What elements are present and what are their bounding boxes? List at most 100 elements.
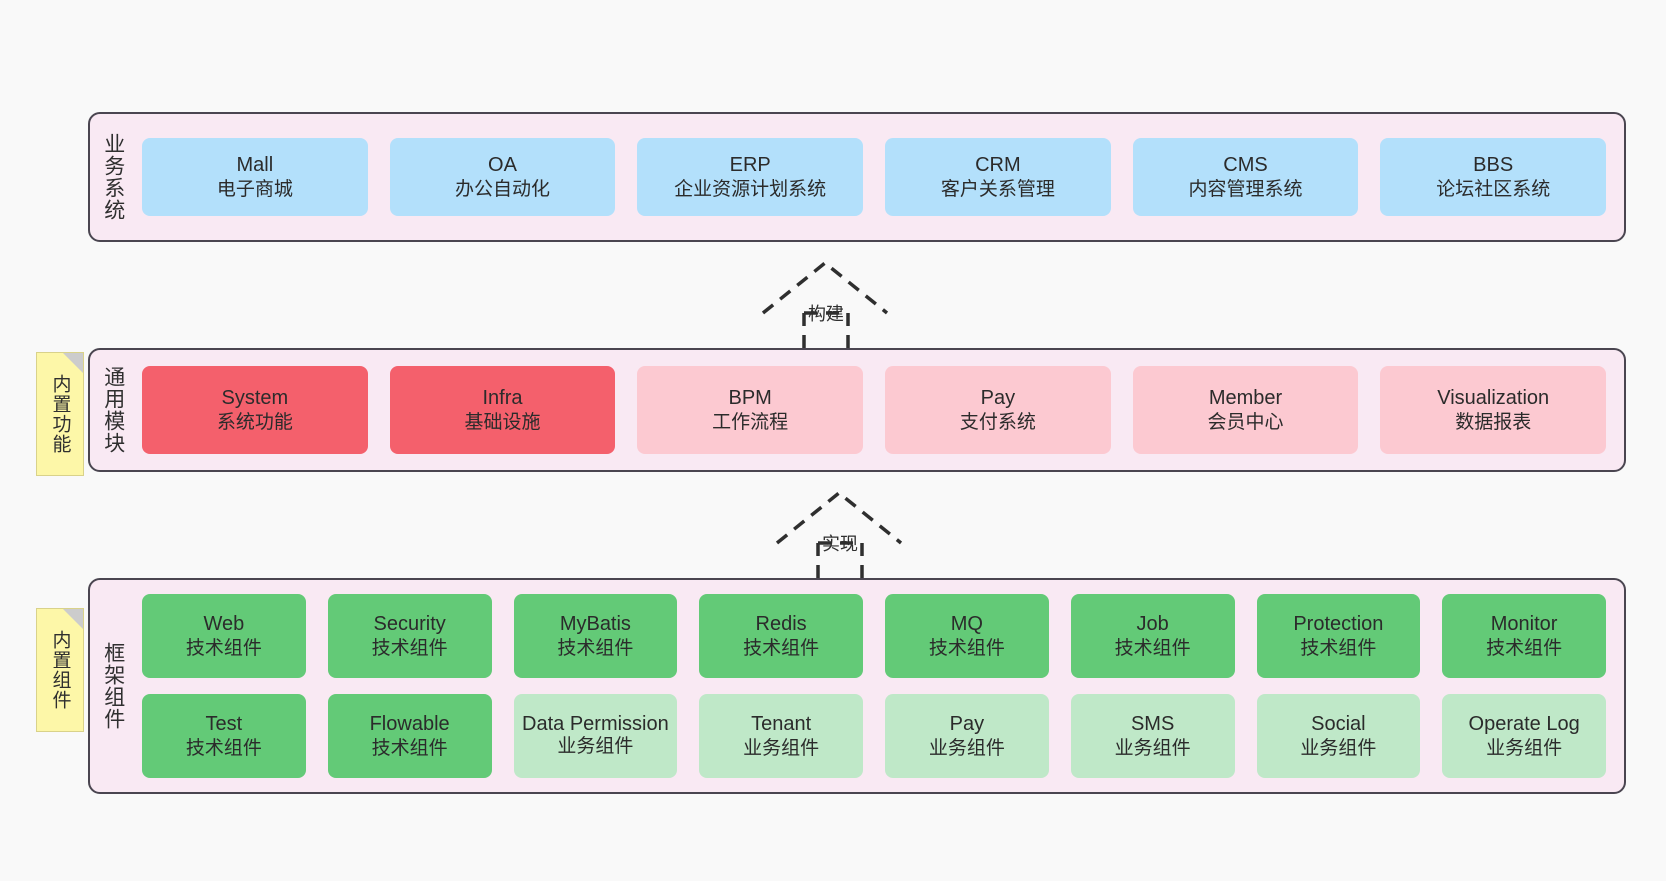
node-subtitle: 内容管理系统	[1188, 178, 1303, 200]
node-subtitle: 技术组件	[743, 637, 820, 659]
node-subtitle: 电子商城	[216, 178, 293, 200]
node-title: Flowable	[369, 713, 450, 736]
note-builtin-features: 内置功能	[36, 352, 84, 476]
node-bbs[interactable]: BBS 论坛社区系统	[1380, 138, 1607, 216]
connector-implement-label: 实现	[822, 534, 858, 554]
node-sms[interactable]: SMS 业务组件	[1070, 694, 1235, 778]
node-subtitle: 数据报表	[1455, 411, 1532, 433]
node-title: OA	[488, 154, 517, 177]
layer-business-system: 业务系统 Mall 电子商城 OA 办公自动化 ERP 企业资源计划系统 CRM…	[88, 112, 1626, 242]
node-subtitle: 基础设施	[464, 411, 541, 433]
connector-build-label: 构建	[808, 304, 844, 324]
node-crm[interactable]: CRM 客户关系管理	[885, 138, 1111, 216]
node-web[interactable]: Web 技术组件	[142, 594, 306, 678]
node-bpm[interactable]: BPM 工作流程	[637, 366, 864, 454]
node-subtitle: 工作流程	[712, 411, 789, 433]
node-subtitle: 业务组件	[928, 737, 1005, 759]
node-row: Test 技术组件 Flowable 技术组件 Data Permission …	[142, 694, 1606, 778]
node-subtitle: 技术组件	[928, 637, 1005, 659]
node-member[interactable]: Member 会员中心	[1132, 366, 1359, 454]
node-row: Web 技术组件 Security 技术组件 MyBatis 技术组件 Redi…	[142, 594, 1606, 678]
layer-common-module: 通用模块 System 系统功能 Infra 基础设施 BPM 工作流程 Pay…	[88, 348, 1626, 472]
node-row: Mall 电子商城 OA 办公自动化 ERP 企业资源计划系统 CRM 客户关系…	[142, 138, 1607, 216]
node-subtitle: 业务组件	[1114, 737, 1191, 759]
node-subtitle: 会员中心	[1207, 411, 1284, 433]
node-subtitle: 技术组件	[185, 637, 262, 659]
node-pay-module[interactable]: Pay 支付系统	[885, 366, 1111, 454]
node-erp[interactable]: ERP 企业资源计划系统	[637, 138, 864, 216]
note-label: 内置功能	[49, 374, 71, 454]
layer-common-module-body: System 系统功能 Infra 基础设施 BPM 工作流程 Pay 支付系统…	[136, 350, 1624, 470]
node-title: Security	[373, 613, 446, 636]
node-subtitle: 业务组件	[557, 735, 634, 757]
node-data-permission[interactable]: Data Permission 业务组件	[513, 694, 678, 778]
node-title: Operate Log	[1468, 713, 1580, 736]
layer-framework-component-title: 框架组件	[101, 642, 125, 730]
node-pay-component[interactable]: Pay 业务组件	[885, 694, 1049, 778]
node-subtitle: 技术组件	[371, 737, 448, 759]
layer-framework-component-body: Web 技术组件 Security 技术组件 MyBatis 技术组件 Redi…	[136, 580, 1624, 792]
node-subtitle: 技术组件	[557, 637, 634, 659]
note-fold-icon	[63, 353, 83, 373]
node-tenant[interactable]: Tenant 业务组件	[699, 694, 863, 778]
node-title: SMS	[1130, 713, 1175, 736]
node-title: Redis	[755, 613, 807, 636]
node-subtitle: 技术组件	[1114, 637, 1191, 659]
layer-common-module-title: 通用模块	[101, 366, 125, 454]
node-title: MyBatis	[559, 613, 631, 636]
generalization-arrow-icon	[775, 490, 903, 578]
node-infra[interactable]: Infra 基础设施	[389, 366, 616, 454]
node-subtitle: 业务组件	[743, 737, 820, 759]
note-builtin-components: 内置组件	[36, 608, 84, 732]
node-security[interactable]: Security 技术组件	[327, 594, 492, 678]
node-mq[interactable]: MQ 技术组件	[885, 594, 1049, 678]
node-title: ERP	[729, 154, 771, 177]
node-title: BPM	[728, 387, 772, 410]
layer-business-system-title: 业务系统	[101, 133, 125, 221]
node-subtitle: 系统功能	[216, 411, 293, 433]
node-subtitle: 客户关系管理	[940, 178, 1055, 200]
node-title: BBS	[1473, 154, 1514, 177]
node-visualization[interactable]: Visualization 数据报表	[1380, 366, 1607, 454]
node-subtitle: 技术组件	[371, 637, 448, 659]
node-title: Test	[205, 713, 243, 736]
note-label: 内置组件	[49, 630, 71, 710]
node-title: Pay	[949, 713, 985, 736]
node-protection[interactable]: Protection 技术组件	[1256, 594, 1421, 678]
node-title: Protection	[1293, 613, 1384, 636]
node-row: System 系统功能 Infra 基础设施 BPM 工作流程 Pay 支付系统…	[142, 366, 1607, 454]
node-mybatis[interactable]: MyBatis 技术组件	[513, 594, 678, 678]
node-subtitle: 业务组件	[1486, 737, 1563, 759]
node-subtitle: 业务组件	[1300, 737, 1377, 759]
node-title: Infra	[482, 387, 523, 410]
node-subtitle: 技术组件	[185, 737, 262, 759]
node-title: Data Permission	[522, 712, 669, 735]
node-title: MQ	[950, 613, 983, 636]
node-system[interactable]: System 系统功能	[142, 366, 368, 454]
node-subtitle: 办公自动化	[455, 178, 551, 200]
connector-build: 构建	[758, 258, 908, 348]
node-title: Social	[1311, 713, 1366, 736]
node-title: Job	[1136, 613, 1169, 636]
connector-implement: 实现	[772, 488, 922, 578]
node-title: Monitor	[1490, 613, 1558, 636]
node-flowable[interactable]: Flowable 技术组件	[327, 694, 492, 778]
node-subtitle: 技术组件	[1486, 637, 1563, 659]
note-fold-icon	[63, 609, 83, 629]
node-mall[interactable]: Mall 电子商城	[142, 138, 368, 216]
node-title: CMS	[1223, 154, 1268, 177]
node-title: CRM	[975, 154, 1021, 177]
node-monitor[interactable]: Monitor 技术组件	[1442, 594, 1606, 678]
node-redis[interactable]: Redis 技术组件	[699, 594, 863, 678]
node-test[interactable]: Test 技术组件	[142, 694, 306, 778]
node-title: Visualization	[1437, 387, 1550, 410]
node-social[interactable]: Social 业务组件	[1256, 694, 1421, 778]
node-subtitle: 技术组件	[1300, 637, 1377, 659]
node-subtitle: 论坛社区系统	[1436, 178, 1551, 200]
node-operate-log[interactable]: Operate Log 业务组件	[1442, 694, 1606, 778]
node-job[interactable]: Job 技术组件	[1070, 594, 1235, 678]
node-title: Mall	[236, 154, 274, 177]
node-cms[interactable]: CMS 内容管理系统	[1132, 138, 1359, 216]
node-oa[interactable]: OA 办公自动化	[389, 138, 616, 216]
